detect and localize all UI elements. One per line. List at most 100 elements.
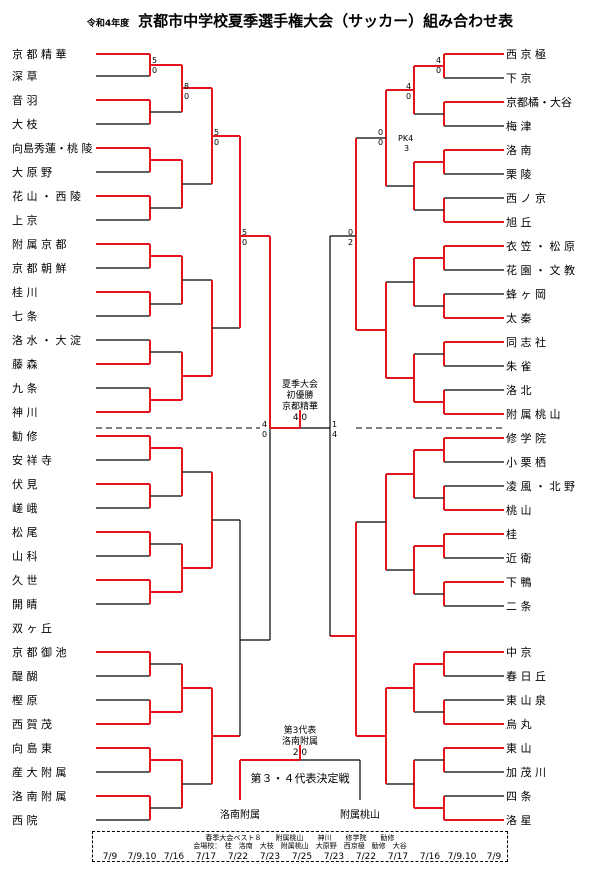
team-left: 九 条	[12, 382, 38, 395]
team-right: 栗 陵	[506, 168, 532, 181]
score-label: 1	[332, 420, 338, 429]
team-left: 西 院	[12, 814, 38, 827]
third-line1: 第3代表	[283, 726, 317, 736]
team-left: 樫 原	[12, 694, 38, 707]
score-label: 5	[152, 56, 158, 65]
third-place-title: 第３・４代表決定戦	[250, 772, 350, 785]
team-right: 下 京	[506, 72, 532, 85]
team-right: 東 山 泉	[506, 694, 546, 707]
team-left: 京 都 御 池	[12, 646, 67, 659]
schedule-date: 7/16	[419, 852, 441, 862]
team-right: 加 茂 川	[506, 766, 546, 779]
score-label: 0	[152, 66, 158, 75]
team-left: 安 祥 寺	[12, 454, 52, 467]
team-left: 嵯 峨	[12, 502, 38, 515]
schedule-date: 7/16	[163, 852, 185, 862]
team-left: 京 都 精 華	[12, 48, 67, 61]
title-era: 令和4年度	[86, 19, 130, 29]
team-right: 洛 南	[506, 144, 532, 157]
team-left: 開 睛	[12, 598, 38, 611]
third-place-info: 第3代表 洛南附属 2 0	[256, 726, 344, 759]
score-label: 5	[242, 228, 248, 237]
champion-line2: 初優勝	[286, 391, 314, 401]
score-label: 0	[242, 238, 248, 247]
team-left: 音 羽	[12, 94, 38, 107]
score-label: 0	[436, 66, 442, 75]
score-label: 8	[184, 82, 190, 91]
team-right: 桂	[506, 528, 517, 541]
team-right: 下 鴨	[506, 576, 532, 589]
schedule-date: 7/17	[195, 852, 217, 862]
team-left: 醍 醐	[12, 670, 38, 683]
champion-line3: 京都精華	[281, 402, 318, 412]
score-label: 0	[348, 228, 354, 237]
team-left: 大 枝	[12, 118, 38, 131]
team-left: 上 京	[12, 214, 38, 227]
team-left: 松 尾	[12, 526, 38, 539]
team-right: 西 ノ 京	[506, 192, 546, 205]
team-left: 伏 見	[12, 478, 38, 491]
team-right: 京都橘・大谷	[506, 96, 572, 109]
score-label: 4	[436, 56, 442, 65]
team-left: 深 草	[12, 70, 38, 83]
schedule-date: 7/9.10	[447, 852, 477, 862]
team-left: 双 ヶ 丘	[12, 622, 52, 635]
third-score: 2 0	[292, 748, 308, 758]
team-left: 洛 水 ・ 大 淀	[12, 334, 81, 347]
team-right: 朱 雀	[506, 360, 532, 373]
score-label: 4	[262, 420, 268, 429]
team-right: 二 条	[506, 600, 532, 613]
schedule-date: 7/25	[291, 852, 313, 862]
score-label: 4	[332, 430, 338, 439]
team-right: 梅 津	[506, 120, 532, 133]
score-label: 0	[406, 92, 412, 101]
third-team-right: 附属桃山	[340, 810, 380, 821]
team-right: 西 京 極	[506, 48, 546, 61]
team-right: 太 秦	[506, 312, 532, 325]
team-left: 産 大 附 属	[12, 766, 67, 779]
schedule-venues: 会場校： 桂 洛南 大枝 附属桃山 大原野 西京極 勧修 大谷	[193, 842, 407, 850]
team-right: 四 条	[506, 790, 532, 803]
team-right: 花 園 ・ 文 教	[506, 264, 575, 277]
pk-label: PK4	[398, 134, 414, 143]
team-left: 七 条	[12, 310, 38, 323]
team-right: 洛 星	[506, 814, 532, 827]
team-right: 洛 北	[506, 384, 532, 397]
pk-label: 3	[404, 144, 410, 153]
score-label: 0	[262, 430, 268, 439]
team-right: 同 志 社	[506, 336, 546, 349]
team-left: 附 属 京 都	[12, 238, 67, 251]
score-label: 0	[378, 128, 384, 137]
team-right: 東 山	[506, 742, 532, 755]
schedule-date: 7/22	[227, 852, 249, 862]
team-left: 向 島 東	[12, 742, 52, 755]
team-right: 衣 笠 ・ 松 原	[506, 240, 575, 253]
schedule-date: 7/22	[355, 852, 377, 862]
team-right: 春 日 丘	[506, 670, 546, 683]
team-right: 桃 山	[506, 504, 532, 517]
team-left: 大 原 野	[12, 166, 52, 179]
team-right: 蜂 ヶ 岡	[506, 288, 546, 301]
team-left: 久 世	[12, 574, 38, 587]
champion-line1: 夏季大会	[281, 380, 318, 390]
schedule-date: 7/23	[259, 852, 281, 862]
team-right: 旭 丘	[506, 216, 532, 229]
team-left: 藤 森	[12, 358, 38, 371]
score-label: 0	[378, 138, 384, 147]
team-right: 修 学 院	[506, 432, 546, 445]
schedule-date: 7/9	[486, 852, 502, 862]
bracket-title: 令和4年度 京都市中学校夏季選手権大会（サッカー）組み合わせ表	[0, 10, 600, 31]
score-label: 5	[214, 128, 220, 137]
team-left: 勧 修	[12, 430, 38, 443]
champion-info: 夏季大会 初優勝 京都精華 4 0	[260, 380, 340, 424]
team-right: 烏 丸	[506, 718, 532, 731]
team-right: 附 属 桃 山	[506, 408, 561, 421]
score-label: 0	[184, 92, 190, 101]
schedule-date: 7/9	[102, 852, 118, 862]
schedule-date: 7/23	[323, 852, 345, 862]
third-team-left: 洛南附属	[220, 810, 260, 821]
team-left: 山 科	[12, 550, 38, 563]
title-main: 京都市中学校夏季選手権大会（サッカー）組み合わせ表	[138, 12, 514, 30]
team-left: 神 川	[12, 406, 38, 419]
